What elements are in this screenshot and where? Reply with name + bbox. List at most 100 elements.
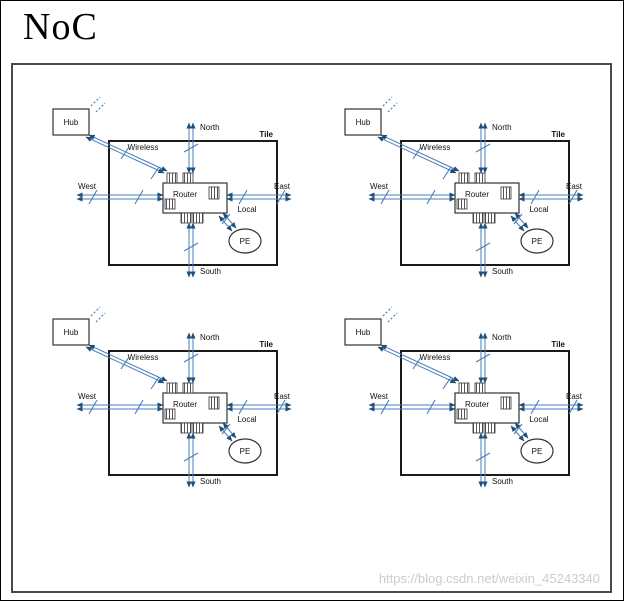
router-label: Router xyxy=(173,190,197,199)
south-link: South xyxy=(183,432,221,488)
router-buffer-local xyxy=(192,422,204,434)
router-buffer-local xyxy=(484,212,496,224)
antenna-icon xyxy=(387,102,398,113)
tile-label: Tile xyxy=(259,130,273,139)
west-label: West xyxy=(370,182,389,191)
hub-node: Hub xyxy=(52,306,106,346)
hub-box xyxy=(52,108,90,136)
north-label: North xyxy=(200,333,220,342)
hub-box xyxy=(344,318,382,346)
tile-diagram: Tile North South West xyxy=(52,96,292,278)
tile-label: Tile xyxy=(259,340,273,349)
south-label: South xyxy=(492,267,513,276)
router-label: Router xyxy=(173,400,197,409)
watermark: https://blog.csdn.net/weixin_45243340 xyxy=(378,571,600,586)
south-link: South xyxy=(475,432,513,488)
tile-diagram: Tile North South West xyxy=(344,306,584,488)
wireless-label: Wireless xyxy=(420,353,451,362)
east-label: East xyxy=(566,182,583,191)
router-buffer-south xyxy=(472,212,484,224)
east-link: East xyxy=(518,182,584,205)
pe-node: PE xyxy=(228,438,262,464)
router-buffer-south xyxy=(472,422,484,434)
router-buffer-north xyxy=(474,382,486,394)
north-label: North xyxy=(200,123,220,132)
north-label: North xyxy=(492,123,512,132)
wireless-label: Wireless xyxy=(420,143,451,152)
pe-node: PE xyxy=(520,438,554,464)
west-link: West xyxy=(76,392,164,415)
west-label: West xyxy=(78,182,97,191)
local-link: Local xyxy=(510,205,549,232)
antenna-icon xyxy=(382,96,393,107)
router-buffer-wireless xyxy=(166,382,178,394)
pe-ellipse xyxy=(520,438,554,464)
router-buffer-west xyxy=(164,408,176,420)
hub-node: Hub xyxy=(344,96,398,136)
wireless-link: Wireless xyxy=(377,344,460,390)
router-label: Router xyxy=(465,400,489,409)
local-label: Local xyxy=(237,205,256,214)
router-buffer-north xyxy=(182,172,194,184)
router-buffer-wireless xyxy=(458,382,470,394)
pe-node: PE xyxy=(228,228,262,254)
router-buffer-wireless xyxy=(166,172,178,184)
pe-ellipse xyxy=(520,228,554,254)
wireless-label: Wireless xyxy=(128,353,159,362)
tile-label: Tile xyxy=(551,340,565,349)
hub-label: Hub xyxy=(64,118,79,127)
tile-diagram: Tile North South West xyxy=(344,96,584,278)
router-node: Router xyxy=(454,172,520,224)
router-buffer-north xyxy=(474,172,486,184)
local-link: Local xyxy=(510,415,549,442)
router-buffer-local xyxy=(192,212,204,224)
antenna-icon xyxy=(90,306,101,317)
south-link: South xyxy=(183,222,221,278)
pe-label: PE xyxy=(532,447,543,456)
pe-label: PE xyxy=(240,237,251,246)
pe-label: PE xyxy=(240,447,251,456)
hub-node: Hub xyxy=(52,96,106,136)
south-link: South xyxy=(475,222,513,278)
east-link: East xyxy=(518,392,584,415)
wireless-link: Wireless xyxy=(85,344,168,390)
router-label: Router xyxy=(465,190,489,199)
tiles-grid: Tile North South West xyxy=(39,91,595,497)
tile-label: Tile xyxy=(551,130,565,139)
west-link: West xyxy=(368,392,456,415)
router-buffer-north xyxy=(182,382,194,394)
pe-node: PE xyxy=(520,228,554,254)
pe-label: PE xyxy=(532,237,543,246)
router-buffer-west xyxy=(456,408,468,420)
hub-label: Hub xyxy=(64,328,79,337)
local-link: Local xyxy=(218,415,257,442)
north-link: North xyxy=(475,122,512,174)
tile-diagram: Tile North South West xyxy=(52,306,292,488)
router-buffer-south xyxy=(180,422,192,434)
wireless-label: Wireless xyxy=(128,143,159,152)
antenna-icon xyxy=(90,96,101,107)
diagram-frame: Tile North South West xyxy=(11,63,612,593)
hub-label: Hub xyxy=(356,328,371,337)
north-label: North xyxy=(492,333,512,342)
router-node: Router xyxy=(162,172,228,224)
pe-ellipse xyxy=(228,438,262,464)
hub-box xyxy=(52,318,90,346)
antenna-icon xyxy=(387,312,398,323)
page-title: NoC xyxy=(23,6,98,48)
pe-ellipse xyxy=(228,228,262,254)
east-label: East xyxy=(274,182,291,191)
router-buffer-wireless xyxy=(458,172,470,184)
east-label: East xyxy=(274,392,291,401)
south-label: South xyxy=(492,477,513,486)
west-link: West xyxy=(368,182,456,205)
hub-label: Hub xyxy=(356,118,371,127)
antenna-icon xyxy=(95,102,106,113)
local-link: Local xyxy=(218,205,257,232)
router-buffer-local xyxy=(484,422,496,434)
south-label: South xyxy=(200,477,221,486)
router-buffer-east xyxy=(208,396,220,410)
north-link: North xyxy=(183,122,220,174)
router-buffer-east xyxy=(500,396,512,410)
wireless-link: Wireless xyxy=(85,134,168,180)
